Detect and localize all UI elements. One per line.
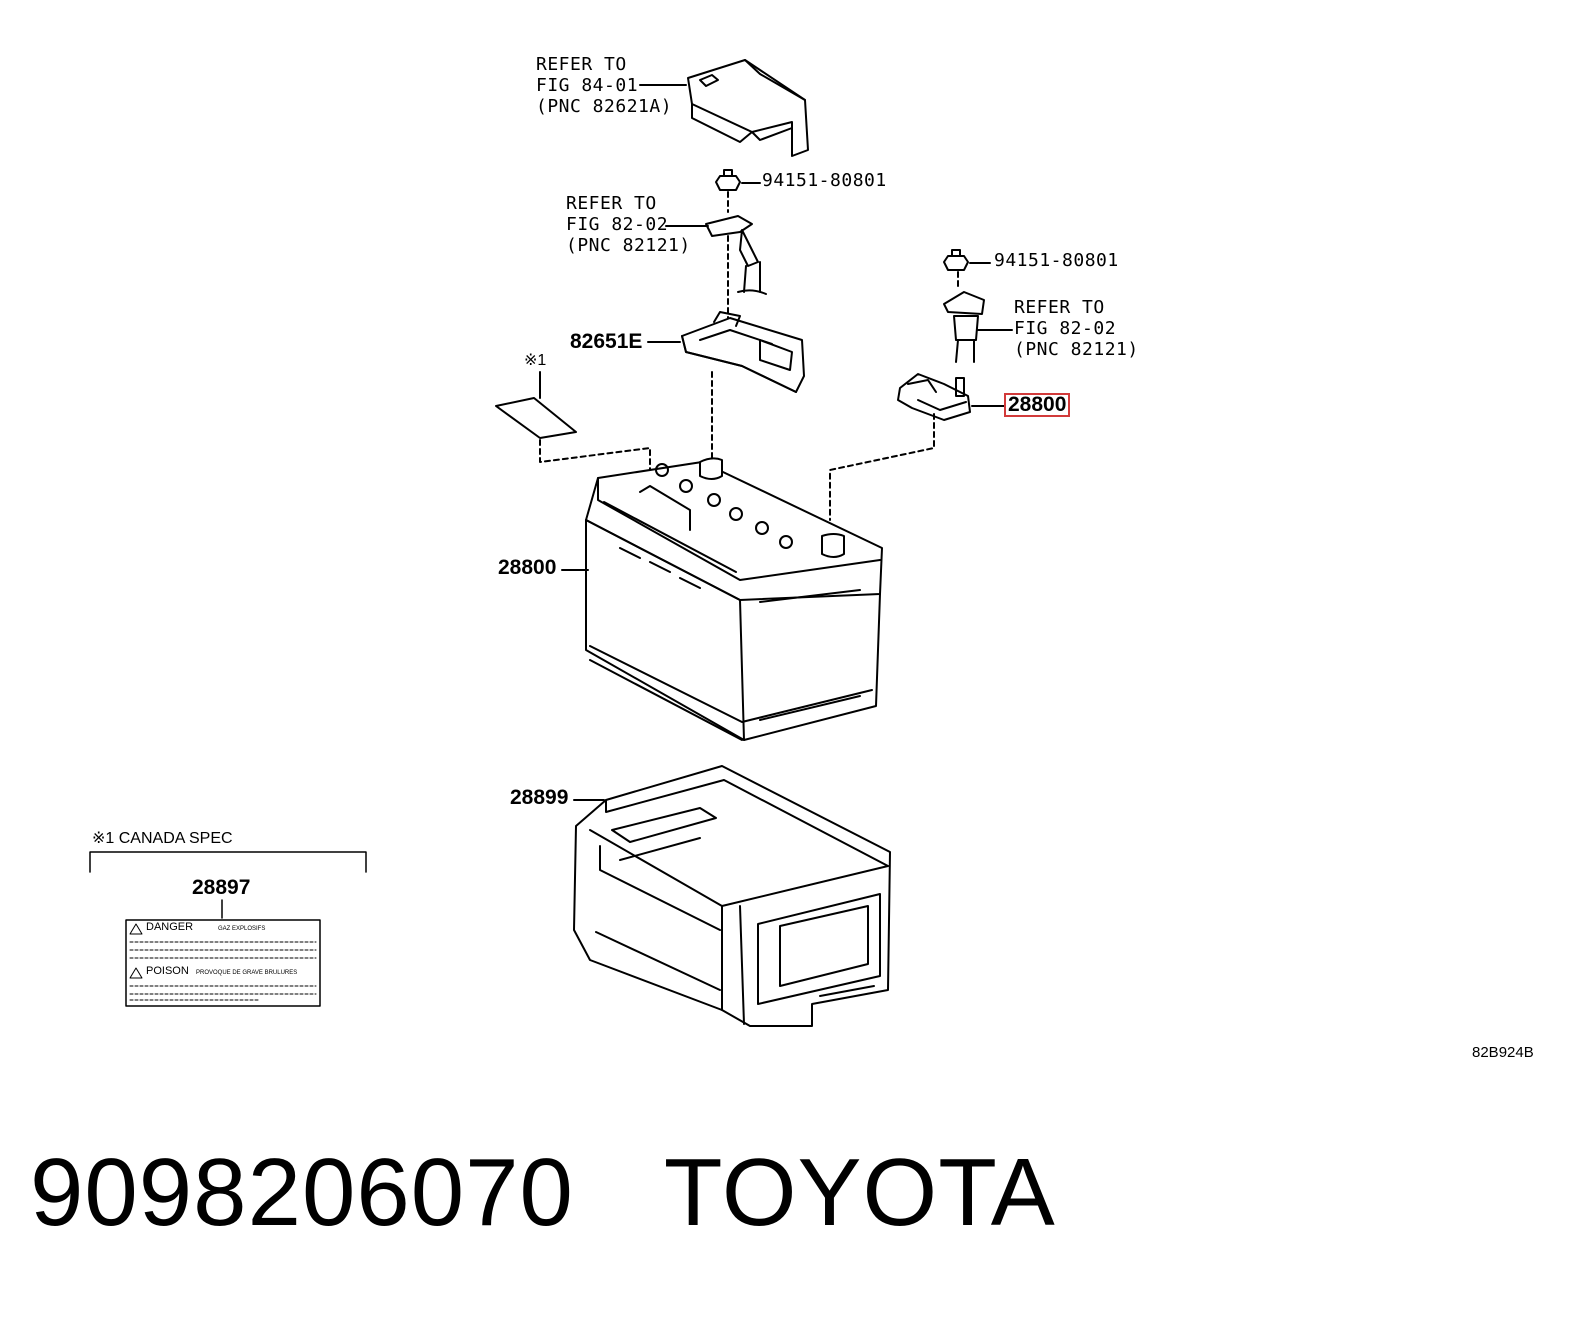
footer-part-number: 9098206070	[30, 1139, 574, 1246]
cover-refer-line2: FIG 84-01	[536, 75, 639, 96]
label-danger-text: DANGER	[146, 921, 194, 933]
dash-terminal	[829, 413, 935, 521]
cable-terminal-right	[943, 291, 985, 363]
nut-top	[715, 169, 741, 191]
footer-brand: TOYOTA	[663, 1139, 1056, 1246]
canada-spec-heading: ※1 CANADA SPEC	[92, 830, 233, 847]
cover-refer-line3: (PNC 82621A)	[536, 96, 673, 117]
terminal-part-number-highlighted[interactable]: 28800	[1004, 393, 1071, 417]
battery-terminal	[897, 373, 971, 421]
note-mark: ※1	[524, 352, 547, 369]
cable-left-refer-line2: FIG 82-02	[566, 214, 669, 235]
canada-spec-bracket	[89, 851, 367, 919]
nut-right	[943, 249, 969, 271]
battery-tray	[573, 765, 891, 1027]
battery-cover	[687, 59, 809, 157]
fuse-block	[681, 311, 805, 393]
nut-right-part-number: 94151-80801	[994, 250, 1119, 271]
figure-code: 82B924B	[1472, 1044, 1534, 1061]
fuse-block-part-number: 82651E	[570, 330, 643, 353]
footer-title: 9098206070 TOYOTA	[30, 1138, 1056, 1248]
tray-part-number: 28899	[510, 786, 569, 809]
canada-label-part-number: 28897	[192, 876, 251, 899]
parts-diagram	[89, 59, 1013, 1027]
cover-refer-line1: REFER TO	[536, 54, 627, 75]
nut-top-part-number: 94151-80801	[762, 170, 887, 191]
label-poison-subtext: PROVOQUE DE GRAVE BRULURES	[196, 970, 298, 976]
cable-left-refer-line3: (PNC 82121)	[566, 235, 691, 256]
label-danger-subtext: GAZ EXPLOSIFS	[218, 926, 266, 932]
cable-right-refer-line3: (PNC 82121)	[1014, 339, 1139, 360]
cable-right-refer-line2: FIG 82-02	[1014, 318, 1117, 339]
cable-terminal-left	[705, 215, 767, 295]
label-poison-text: POISON	[146, 965, 189, 977]
canada-label-large	[125, 919, 321, 1007]
canada-label-small	[495, 397, 577, 439]
cable-right-refer-line1: REFER TO	[1014, 297, 1105, 318]
cable-left-refer-line1: REFER TO	[566, 193, 657, 214]
battery-part-number: 28800	[498, 556, 557, 579]
battery	[585, 457, 883, 741]
